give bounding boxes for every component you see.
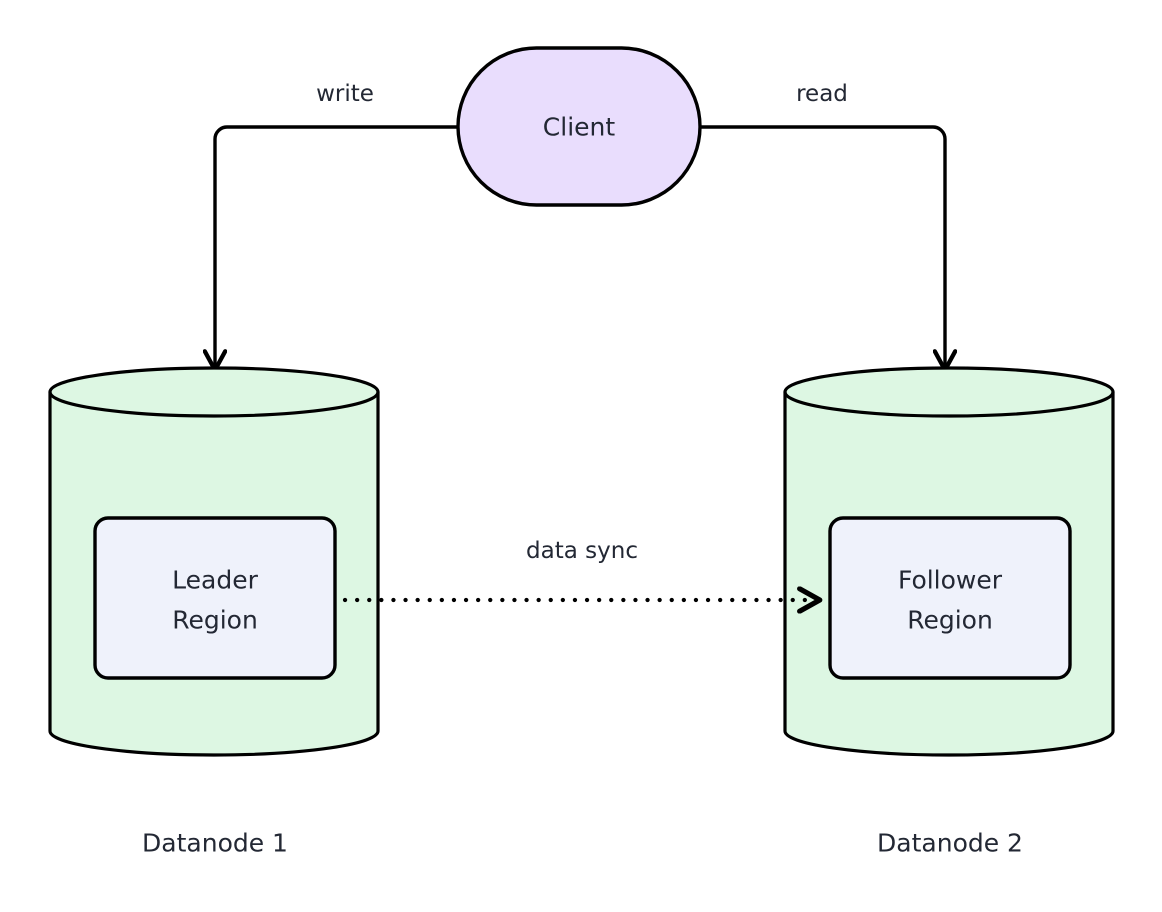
- leader-region-label-line1: Leader: [172, 566, 258, 595]
- datanode-1-top-fill: [50, 368, 378, 416]
- datanode-1-top-ellipse: [48, 366, 380, 418]
- caption-datanode-1: Datanode 1: [142, 829, 288, 858]
- datanode-2-top-fill: [785, 368, 1113, 416]
- edge-label-data-sync-backdrop: [504, 532, 660, 570]
- leader-region-label-line2: Region: [172, 606, 258, 635]
- datanode-1-body-outline: [48, 390, 380, 757]
- leader-region-box[interactable]: Leader Region: [93, 516, 337, 680]
- edge-label-write: write: [316, 81, 374, 107]
- follower-region-label-line2: Region: [907, 606, 993, 635]
- edge-write-path: [215, 125, 458, 368]
- datanode-2-top-ellipse: [783, 366, 1115, 418]
- edge-read: [700, 125, 945, 368]
- node-client[interactable]: Client: [456, 46, 702, 207]
- edge-read-path: [700, 125, 945, 368]
- edge-data-sync: data sync: [342, 532, 818, 600]
- edge-write: [215, 125, 458, 368]
- follower-region-label-line1: Follower: [898, 566, 1003, 595]
- client-label: Client: [543, 113, 616, 142]
- client-shape: [456, 46, 702, 207]
- leader-region-shape: [93, 516, 337, 680]
- caption-datanode-2: Datanode 2: [877, 829, 1023, 858]
- edge-label-read: read: [796, 81, 848, 107]
- datanode-2-body-outline: [783, 390, 1115, 757]
- follower-region-shape: [828, 516, 1072, 680]
- node-datanode-1[interactable]: Leader Region: [48, 366, 380, 757]
- follower-region-box[interactable]: Follower Region: [828, 516, 1072, 680]
- node-datanode-2[interactable]: Follower Region: [783, 366, 1115, 757]
- edge-label-data-sync: data sync: [526, 538, 638, 564]
